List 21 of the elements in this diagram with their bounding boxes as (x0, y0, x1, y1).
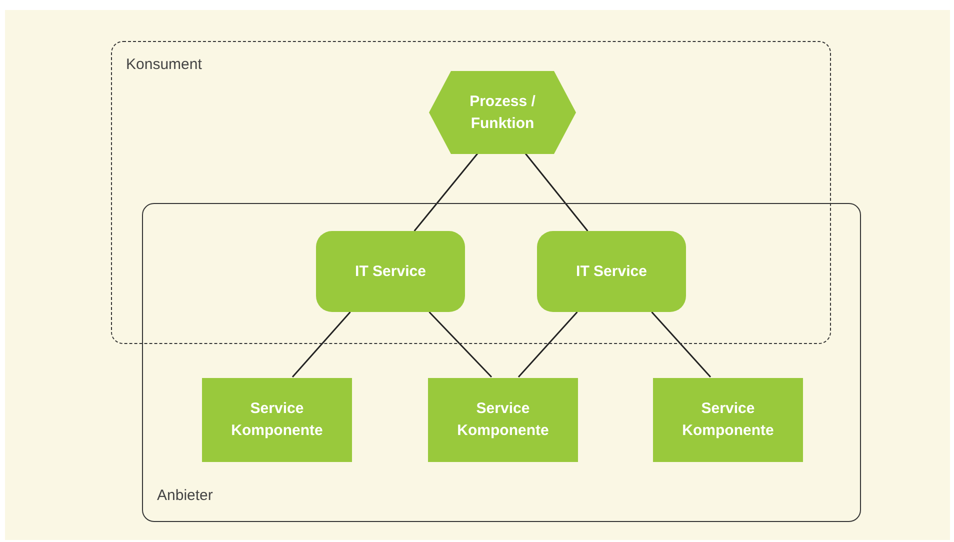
provider-boundary (142, 203, 861, 522)
node-label: Prozess / Funktion (468, 92, 536, 134)
node-label: IT Service (354, 262, 427, 282)
hexagon-node (429, 71, 576, 154)
connector-line (414, 152, 479, 232)
node-label: Service Komponente (456, 399, 550, 441)
node-label: IT Service (575, 262, 648, 282)
connector-line (428, 311, 492, 378)
component-box (202, 378, 352, 462)
service-box (537, 231, 686, 312)
service-box (316, 231, 465, 312)
node-label: Service Komponente (230, 399, 324, 441)
connector-line (518, 312, 578, 378)
connector-line (292, 312, 351, 378)
connector-line (651, 312, 712, 378)
group-label: Konsument (126, 55, 202, 75)
component-box (428, 378, 578, 462)
node-label: Service Komponente (681, 399, 775, 441)
group-label: Anbieter (157, 486, 213, 506)
connector-line (524, 152, 588, 232)
component-box (653, 378, 803, 462)
